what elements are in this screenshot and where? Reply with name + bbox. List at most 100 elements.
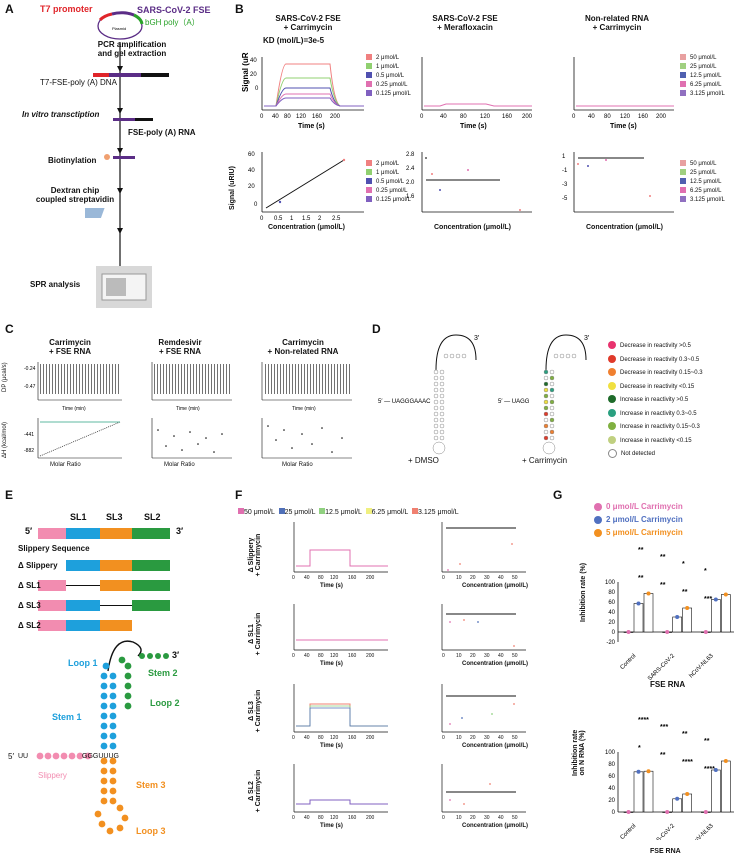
panel-label-g: G (553, 488, 563, 502)
svg-text:Time (s): Time (s) (298, 123, 325, 130)
five-prime-label: 5′ (25, 526, 33, 536)
svg-text:10: 10 (456, 653, 462, 659)
data-point (665, 630, 670, 634)
svg-text:40: 40 (304, 653, 310, 659)
svg-text:2.4: 2.4 (406, 166, 415, 172)
svg-text:0: 0 (254, 202, 258, 208)
svg-text:5′ — UAGG: 5′ — UAGG (498, 399, 530, 405)
significance-marker: **** (682, 759, 693, 766)
panel-b-legend-3: 50 μmol/L 25 μmol/L 12.5 μmol/L 6.25 μmo… (680, 54, 725, 99)
significance-marker: ** (660, 582, 666, 589)
panel-f-conc-4: Concentration (μmol/L) (462, 823, 528, 829)
loop1-label: Loop 1 (68, 658, 98, 668)
svg-text:80: 80 (284, 114, 291, 120)
svg-text:2.5: 2.5 (332, 216, 341, 222)
svg-text:0: 0 (442, 653, 445, 659)
svg-text:2.8: 2.8 (406, 152, 415, 158)
data-point (626, 630, 631, 634)
svg-text:40: 40 (498, 653, 504, 659)
svg-text:3′: 3′ (584, 335, 590, 342)
svg-text:1: 1 (562, 154, 566, 160)
kd-label: KD (mol/L)=3e-5 (263, 36, 325, 45)
fse-secondary-structure (36, 640, 169, 835)
svg-text:50: 50 (512, 575, 518, 581)
svg-text:2: 2 (318, 216, 322, 222)
svg-text:160: 160 (312, 114, 323, 120)
significance-marker: * (638, 745, 641, 752)
svg-text:160: 160 (348, 575, 357, 581)
svg-text:0: 0 (292, 815, 295, 821)
dmso-label: + DMSO (408, 456, 439, 465)
svg-text:120: 120 (480, 114, 491, 120)
panel-b-legend-1: 2 μmol/L 1 μmol/L 0.5 μmol/L 0.25 μmol/L… (366, 54, 411, 99)
panel-f-row-1: Δ Slippery + Carrimycin (248, 533, 262, 577)
itc-raw-1: -0.24-0.47 (24, 362, 122, 401)
data-point (713, 597, 718, 602)
construct-bars (38, 528, 170, 631)
category-label: hCoV-NL63 (689, 653, 716, 680)
y-tick-label: 0 (612, 630, 616, 636)
svg-text:40: 40 (498, 735, 504, 741)
sl3-label: SL3 (106, 512, 123, 522)
data-point (675, 796, 680, 801)
significance-marker: ** (682, 589, 688, 596)
svg-text:20: 20 (250, 72, 257, 78)
step-dextran-chip: Dextran chip coupled streptavidin (35, 186, 115, 204)
svg-text:-5: -5 (562, 196, 568, 202)
svg-text:-1: -1 (562, 168, 568, 174)
panel-g-ylabel-1: Inhibition rate (%) (580, 562, 587, 622)
itc-binding-3 (261, 418, 352, 459)
svg-text:40: 40 (304, 735, 310, 741)
data-point (675, 615, 680, 619)
panel-b-title-1: SARS-CoV-2 FSE + Carrimycin (275, 14, 341, 32)
slippery-sequence-label: Slippery Sequence (18, 544, 90, 553)
panel-b-title-3: Non-related RNA + Carrimycin (584, 14, 649, 32)
structure-three-prime: 3′ (172, 650, 180, 660)
y-tick-label: 40 (608, 610, 615, 616)
bar (682, 793, 692, 813)
step-dna: T7-FSE-poly (A) DNA (40, 78, 117, 87)
bgh-label: bGH poly（A） (145, 18, 200, 27)
data-point (723, 759, 728, 763)
data-point (703, 630, 708, 634)
svg-text:200: 200 (330, 114, 341, 120)
bar (643, 770, 654, 813)
bar (721, 760, 731, 813)
y-tick-label: -20 (606, 640, 615, 646)
svg-text:60: 60 (248, 152, 255, 158)
significance-marker: ** (682, 731, 688, 738)
svg-text:120: 120 (620, 114, 631, 120)
svg-text:80: 80 (460, 114, 467, 120)
panel-b-legend-affinity-3: 50 μmol/L 25 μmol/L 12.5 μmol/L 6.25 μmo… (680, 160, 725, 205)
y-tick-label: 20 (608, 620, 615, 626)
step-biotinylation: Biotinylation (48, 156, 97, 165)
panel-f-time-4: Time (s) (320, 823, 343, 829)
panel-f-conc-3: Concentration (μmol/L) (462, 743, 528, 749)
panel-label-f: F (235, 488, 243, 502)
stem3-label: Stem 3 (136, 780, 166, 790)
svg-text:1.6: 1.6 (406, 194, 415, 200)
stem1-label: Stem 1 (52, 712, 82, 722)
panel-c-molar-2: Molar Ratio (164, 462, 195, 468)
fse-label: SARS-CoV-2 FSE (137, 5, 211, 15)
loop2-label: Loop 2 (150, 698, 180, 708)
svg-text:200: 200 (366, 815, 375, 821)
itc-binding-1: -441-882 (24, 418, 122, 459)
panel-label-d: D (372, 322, 381, 336)
svg-text:120: 120 (330, 575, 339, 581)
svg-text:20: 20 (248, 184, 255, 190)
svg-text:0: 0 (260, 114, 264, 120)
data-point (646, 769, 651, 774)
step-rna: FSE-poly (A) RNA (128, 128, 196, 137)
svg-text:20: 20 (470, 575, 476, 581)
svg-text:160: 160 (348, 735, 357, 741)
svg-text:3′: 3′ (474, 335, 480, 342)
panel-label-b: B (235, 2, 244, 16)
svg-text:Plasmid: Plasmid (112, 26, 126, 31)
itc-raw-2 (151, 362, 232, 401)
svg-text:Time (s): Time (s) (610, 123, 637, 130)
